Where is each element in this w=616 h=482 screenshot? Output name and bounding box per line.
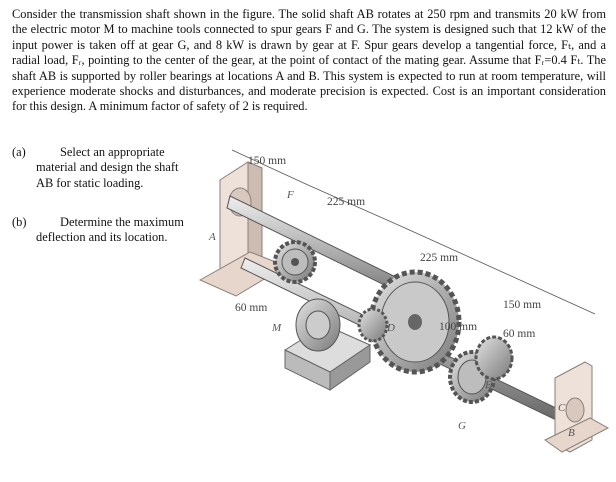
label-f: F	[286, 189, 294, 201]
dim-225-first: 225 mm	[327, 196, 365, 208]
label-a: A	[208, 231, 216, 243]
motor-m	[283, 298, 372, 391]
problem-statement: Consider the transmission shaft shown in…	[12, 7, 606, 114]
dim-60-right: 60 mm	[503, 328, 535, 340]
bearing-support-b	[544, 361, 610, 453]
dimension-lines	[231, 149, 596, 315]
shaft-figure: 150 mm 225 mm 225 mm 150 mm 60 mm 100 mm…	[198, 149, 610, 453]
label-b: B	[568, 427, 575, 439]
part-b: (b) Determine the maximum deflection and…	[12, 215, 192, 246]
part-b-label: (b)	[12, 215, 27, 229]
part-b-text: Determine the maximum deflection and its…	[36, 215, 184, 245]
dim-60-left: 60 mm	[235, 302, 267, 314]
part-a-label: (a)	[12, 145, 26, 159]
label-e: E	[484, 379, 492, 391]
gear-f	[273, 240, 317, 284]
dim-225-second: 225 mm	[420, 252, 458, 264]
part-a: (a) Select an appropriate material and d…	[12, 145, 192, 191]
gear-e	[474, 335, 514, 381]
gear-pinion	[357, 307, 389, 343]
label-d: D	[386, 322, 395, 334]
dim-150-left: 150 mm	[248, 155, 286, 167]
label-m: M	[271, 322, 282, 334]
dim-150-right: 150 mm	[503, 299, 541, 311]
dim-100: 100 mm	[439, 321, 477, 333]
gear-d	[368, 269, 462, 375]
part-a-text: Select an appropriate material and desig…	[36, 145, 179, 190]
label-g: G	[458, 420, 466, 432]
label-c: C	[558, 402, 566, 414]
